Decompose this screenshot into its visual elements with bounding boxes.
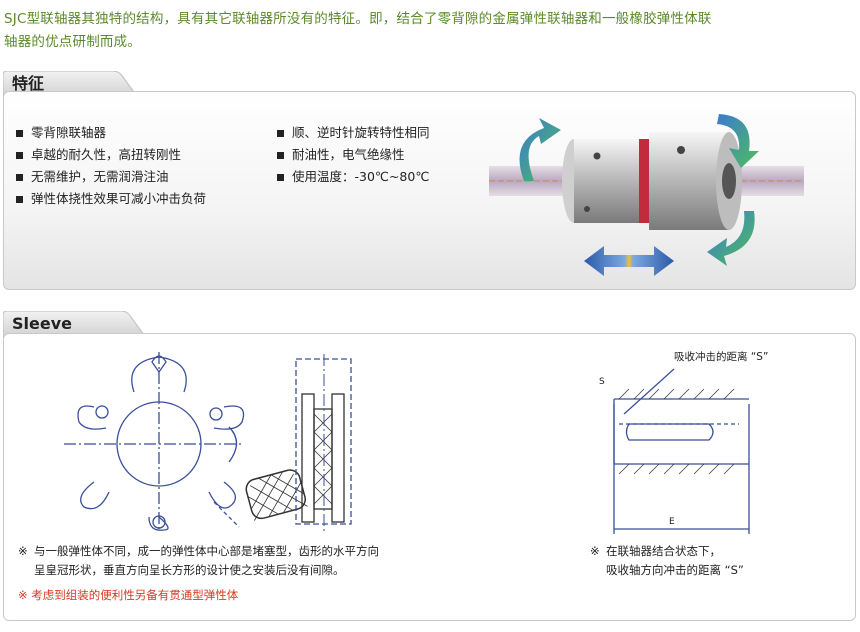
sleeve-tab: Sleeve <box>3 311 152 339</box>
features-panel: 零背隙联轴器 卓越的耐久性，高扭转刚性 无需维护，无需润滑注油 弹性体挠性效果可… <box>3 91 856 290</box>
crown-tooth-detail <box>245 469 308 521</box>
sleeve-section-drawing <box>295 354 352 532</box>
feature-item: 零背隙联轴器 <box>16 122 206 144</box>
sleeve-note-3: ※在联轴器结合状态下， 吸收轴方向冲击的距离 “S” <box>590 544 744 577</box>
feature-item: 使用温度：-30℃~80℃ <box>277 166 430 188</box>
s-label: S <box>599 377 605 387</box>
assembly-distance-drawing: 吸收冲击的距离 “S” S E <box>599 350 768 534</box>
sleeve-title: Sleeve <box>12 314 72 333</box>
bullet-square-icon <box>277 151 284 159</box>
sleeve-note-2: ※ 考虑到组装的便利性另备有贯通型弹性体 <box>18 588 239 602</box>
bullet-square-icon <box>16 195 23 203</box>
feature-item: 弹性体挠性效果可减小冲击负荷 <box>16 188 206 210</box>
coupling-hub-right <box>649 132 729 230</box>
sleeve-tab-shape <box>3 311 148 339</box>
bullet-square-icon <box>16 173 23 181</box>
rotation-arrow-top-right-icon <box>717 114 759 168</box>
intro-line-2: 轴器的优点研制而成。 <box>4 34 141 50</box>
bullet-square-icon <box>16 129 23 137</box>
distance-label: 吸收冲击的距离 “S” <box>674 350 768 363</box>
bullet-square-icon <box>277 173 284 181</box>
sleeve-panel: 吸收冲击的距离 “S” S E ※与一般弹性体不同，成一的弹性体中心部是堵塞型，… <box>3 333 856 621</box>
features-list-left: 零背隙联轴器 卓越的耐久性，高扭转刚性 无需维护，无需润滑注油 弹性体挠性效果可… <box>16 122 206 210</box>
spider-drawing <box>64 352 308 532</box>
feature-item: 顺、逆时针旋转特性相同 <box>277 122 430 144</box>
rotation-arrow-left-icon <box>519 118 561 181</box>
feature-item: 耐油性，电气绝缘性 <box>277 144 430 166</box>
intro-line-1: SJC型联轴器其独特的结构，具有其它联轴器所没有的特征。即，结合了零背隙的金属弹… <box>4 11 712 27</box>
intro-text: SJC型联轴器其独特的结构，具有其它联轴器所没有的特征。即，结合了零背隙的金属弹… <box>4 8 856 54</box>
feature-item: 卓越的耐久性，高扭转刚性 <box>16 144 206 166</box>
rotation-arrow-bottom-right-icon <box>707 211 755 266</box>
features-title: 特征 <box>12 74 45 93</box>
e-label: E <box>669 517 675 527</box>
bullet-square-icon <box>16 151 23 159</box>
feature-item: 无需维护，无需润滑注油 <box>16 166 206 188</box>
axial-arrow-icon <box>584 246 674 276</box>
sleeve-note-1: ※与一般弹性体不同，成一的弹性体中心部是堵塞型，齿形的水平方向 呈皇冠形状，垂直… <box>18 544 379 577</box>
features-list-right: 顺、逆时针旋转特性相同 耐油性，电气绝缘性 使用温度：-30℃~80℃ <box>277 122 430 188</box>
coupling-product-image <box>489 114 804 276</box>
bullet-square-icon <box>277 129 284 137</box>
